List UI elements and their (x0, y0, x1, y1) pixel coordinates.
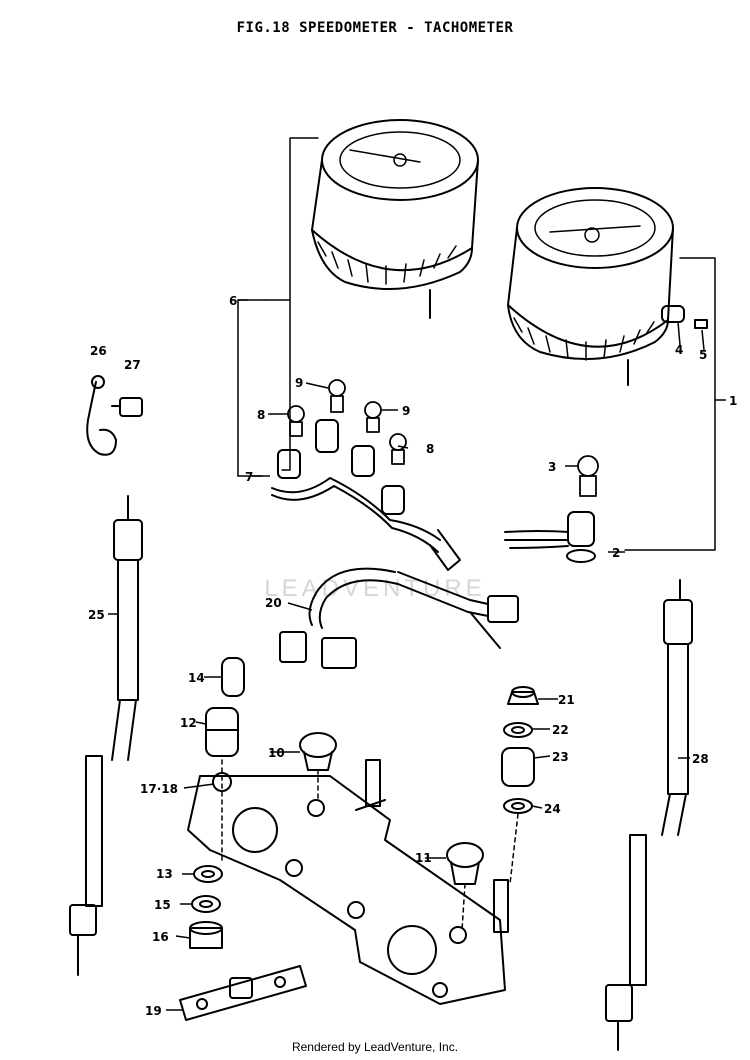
figure-title: FIG.18 SPEEDOMETER - TACHOMETER (236, 20, 514, 36)
callout-8-right: 8 (426, 442, 434, 456)
callout-22: 22 (552, 723, 569, 737)
socket-2 (504, 511, 596, 563)
callout-8-left: 8 (257, 408, 265, 422)
callout-9-right: 9 (402, 404, 410, 418)
cable-28 (605, 579, 693, 1051)
callout-21: 21 (558, 693, 575, 707)
callout-17-18: 17·18 (140, 782, 178, 796)
callout-4: 4 (675, 343, 683, 357)
callout-25: 25 (88, 608, 105, 622)
callout-1: 1 (729, 394, 737, 408)
callout-12: 12 (180, 716, 197, 730)
callout-9-left: 9 (295, 376, 303, 390)
callout-14: 14 (188, 671, 205, 685)
callout-7: 7 (245, 470, 253, 484)
clip-and-bolt (86, 375, 143, 456)
callout-16: 16 (152, 930, 169, 944)
callout-11: 11 (415, 851, 432, 865)
mounting-bracket (187, 759, 509, 1005)
callout-15: 15 (154, 898, 171, 912)
callout-5: 5 (699, 348, 707, 362)
footer-credit: Rendered by LeadVenture, Inc. (291, 1040, 459, 1054)
callout-10: 10 (268, 746, 285, 760)
wire-harness (279, 567, 519, 669)
cable-25 (69, 495, 143, 976)
callout-3: 3 (548, 460, 556, 474)
callout-24: 24 (544, 802, 561, 816)
callout-13: 13 (156, 867, 173, 881)
callout-2: 2 (612, 546, 620, 560)
callout-27: 27 (124, 358, 141, 372)
tachometer-housing (507, 187, 708, 386)
bulb-group (287, 379, 599, 497)
callout-26: 26 (90, 344, 107, 358)
callout-19: 19 (145, 1004, 162, 1018)
callout-6: 6 (229, 294, 237, 308)
callout-28: 28 (692, 752, 709, 766)
socket-harness (271, 419, 461, 571)
callout-20: 20 (265, 596, 282, 610)
callout-23: 23 (552, 750, 569, 764)
speedometer-housing (311, 119, 479, 319)
